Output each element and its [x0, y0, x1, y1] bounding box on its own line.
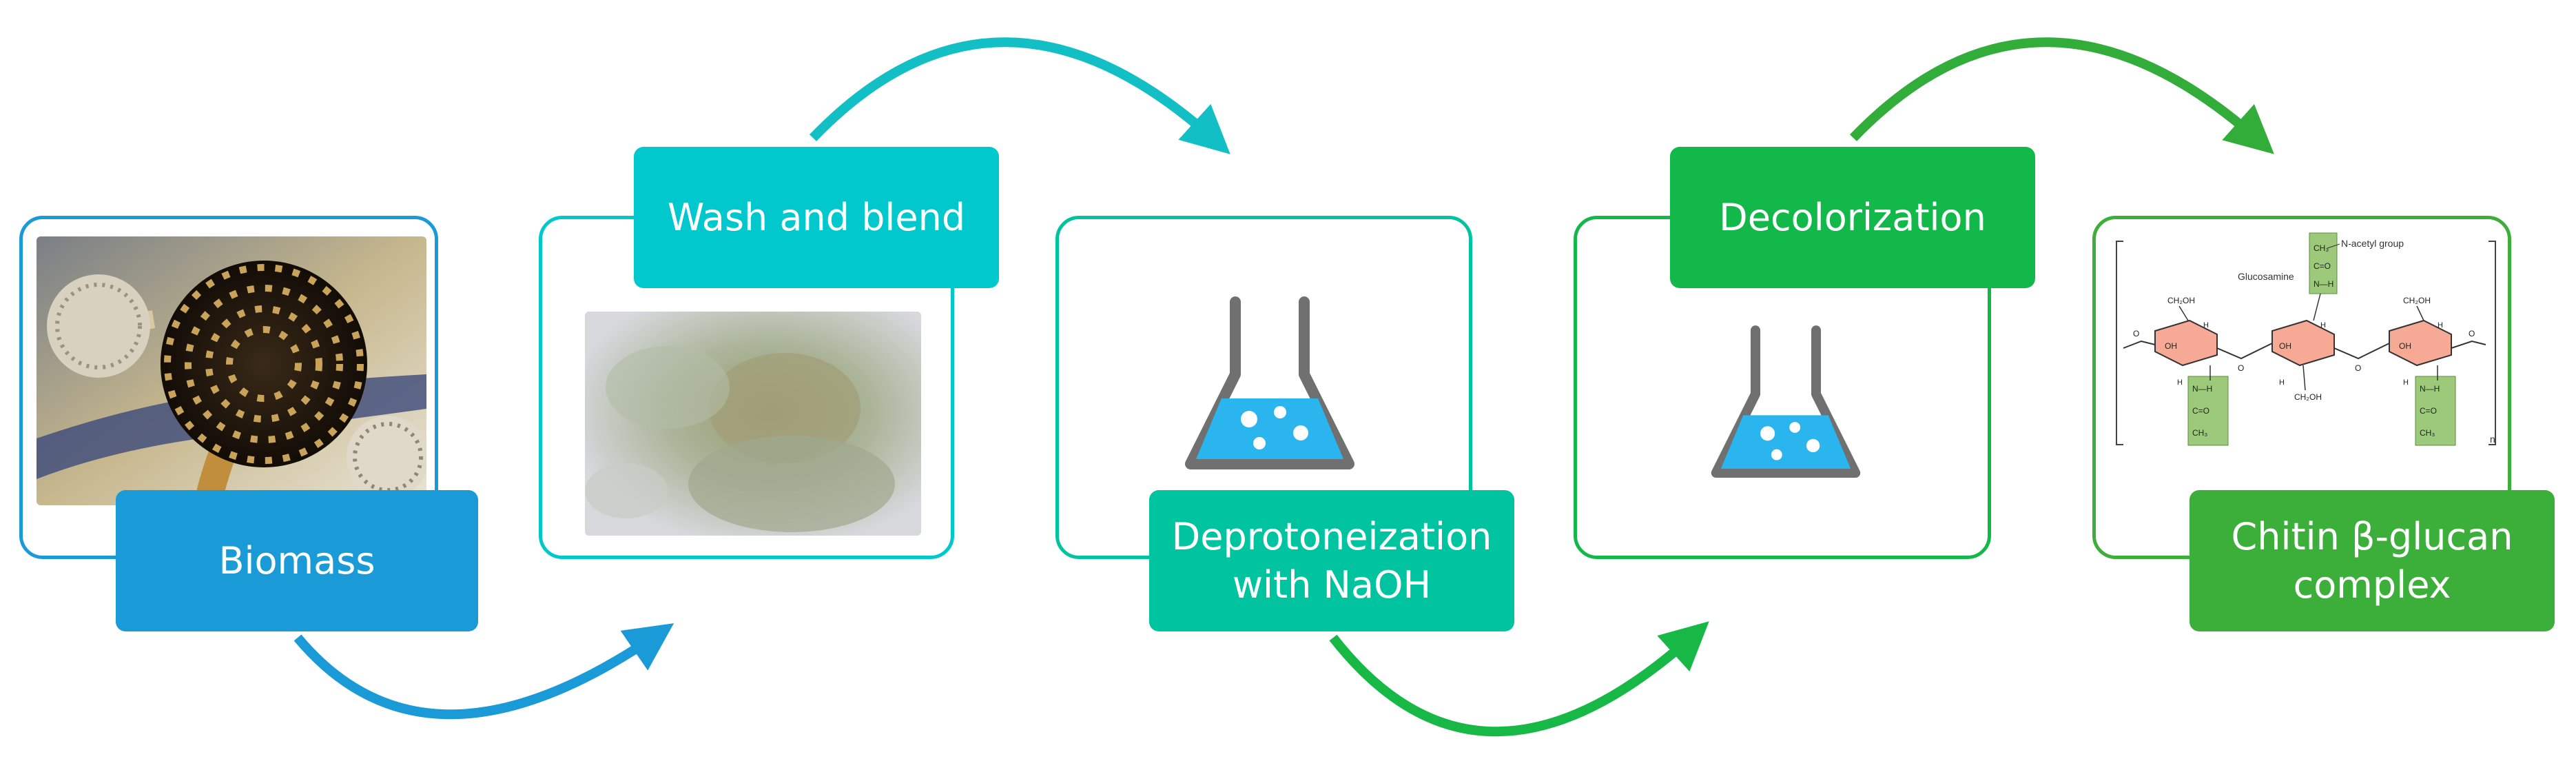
h-1: H — [2203, 321, 2209, 330]
o-1: O — [2133, 329, 2139, 338]
step-wash-blend-label: Wash and blend — [634, 147, 999, 288]
biomass-text: Biomass — [218, 538, 375, 582]
subscript-n-text: n — [2490, 434, 2495, 445]
chitin-line1: Chitin β-glucan — [2231, 515, 2513, 559]
h-6: H — [2403, 378, 2409, 387]
step-decolorization-label: Decolorization — [1670, 147, 2035, 288]
co-top: C=O — [2314, 261, 2331, 271]
chitin-line2: complex — [2293, 563, 2451, 607]
ch2oh-2: CH₂OH — [2294, 392, 2322, 402]
o-4: O — [2469, 329, 2475, 338]
ch2oh-3: CH₂OH — [2403, 296, 2431, 305]
oh-2: OH — [2279, 341, 2291, 351]
deprotoneization-line2: with NaOH — [1232, 563, 1432, 607]
ch3-top: CH₃ — [2314, 243, 2329, 253]
deprotoneization-line1: Deprotoneization — [1171, 515, 1492, 559]
o-3: O — [2355, 363, 2361, 373]
green-powder-image — [585, 312, 921, 536]
wash-blend-text: Wash and blend — [667, 195, 966, 239]
decolorization-text: Decolorization — [1719, 195, 1986, 239]
step-biomass-label: Biomass — [116, 490, 478, 631]
chitin-structure-diagram: n N-acetyl group Glucosamine CH₃ C=O N—H… — [2116, 232, 2496, 446]
o-2: O — [2238, 363, 2244, 373]
ch2oh-1: CH₂OH — [2167, 296, 2195, 305]
nh-top: N—H — [2314, 279, 2333, 289]
arrow-deprotoneization-to-decolorization — [1329, 621, 1709, 737]
flask-icon — [1185, 296, 1354, 469]
oh-1: OH — [2165, 341, 2177, 351]
co-bottom-1: C=O — [2192, 406, 2209, 416]
arrow-decolorization-to-chitin — [1849, 37, 2274, 154]
n-acetyl-group-text: N-acetyl group — [2341, 238, 2404, 249]
step-chitin-label: Chitin β-glucan complex — [2189, 490, 2555, 631]
nh-bottom-2: N—H — [2420, 384, 2440, 394]
arrow-wash-to-deprotoneization — [809, 37, 1230, 154]
nh-bottom-1: N—H — [2192, 384, 2212, 394]
arrow-biomass-to-wash — [293, 623, 674, 720]
h-2: H — [2320, 321, 2326, 330]
mold-biomass-image — [37, 236, 426, 505]
h-5: H — [2279, 378, 2285, 387]
glucosamine-text: Glucosamine — [2238, 271, 2294, 282]
oh-3: OH — [2399, 341, 2411, 351]
h-4: H — [2177, 378, 2183, 387]
flask-icon — [1711, 325, 1861, 478]
ch3-bottom-1: CH₃ — [2192, 428, 2207, 438]
ch3-bottom-2: CH₃ — [2420, 428, 2435, 438]
co-bottom-2: C=O — [2420, 406, 2437, 416]
step-deprotoneization-label: Deprotoneization with NaOH — [1149, 490, 1514, 631]
h-3: H — [2438, 321, 2443, 330]
